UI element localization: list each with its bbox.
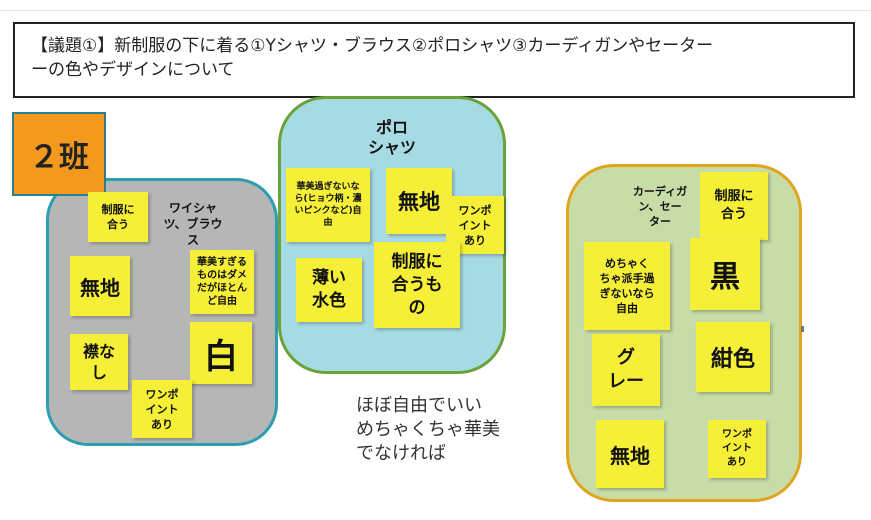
sticky-note[interactable]: めちゃく ちゃ派手過 ぎないなら 自由 [584,242,670,330]
sticky-note[interactable]: 制服に 合うも の [374,242,460,328]
sticky-note[interactable]: ワンポ イント あり [708,420,766,478]
cluster-label-shirt: ワイシャ ツ、ブラウ ス [163,201,223,247]
agenda-title: 【議題①】新制服の下に着る①Yシャツ・ブラウス②ポロシャツ③カーディガンやセータ… [13,22,855,98]
sticky-note[interactable]: 無地 [386,168,452,234]
sticky-note[interactable]: グ レー [592,334,660,406]
sticky-note[interactable]: 襟な し [70,334,128,390]
sticky-note[interactable]: 薄い 水色 [296,258,362,322]
sticky-note[interactable]: ワンポ イント あり [132,380,192,438]
group-label: ２班 [12,112,106,196]
sticky-note[interactable]: 無地 [70,256,130,316]
cluster-label-polo: ポロ シャツ [367,118,416,157]
sticky-note[interactable]: 華美過ぎないな ら(ヒョウ柄・濃 いピンクなど)自 由 [286,168,370,242]
sticky-note[interactable]: 紺色 [696,322,770,392]
sticky-note[interactable]: 黒 [690,238,760,310]
top-divider [0,10,871,11]
sticky-note[interactable]: 華美すぎる ものはダメ だがほとん ど自由 [190,250,254,314]
edge-mark [801,326,804,332]
cluster-label-cardigan: カーディガ ン、セー ター [632,185,688,228]
sticky-note[interactable]: 制服に 合う [700,172,768,240]
sticky-note[interactable]: 制服に 合う [88,192,148,242]
free-comment: ほぼ自由でいい めちゃくちゃ華美 でなければ [356,395,500,464]
sticky-note[interactable]: 白 [190,322,252,384]
sticky-note[interactable]: 無地 [596,420,664,488]
